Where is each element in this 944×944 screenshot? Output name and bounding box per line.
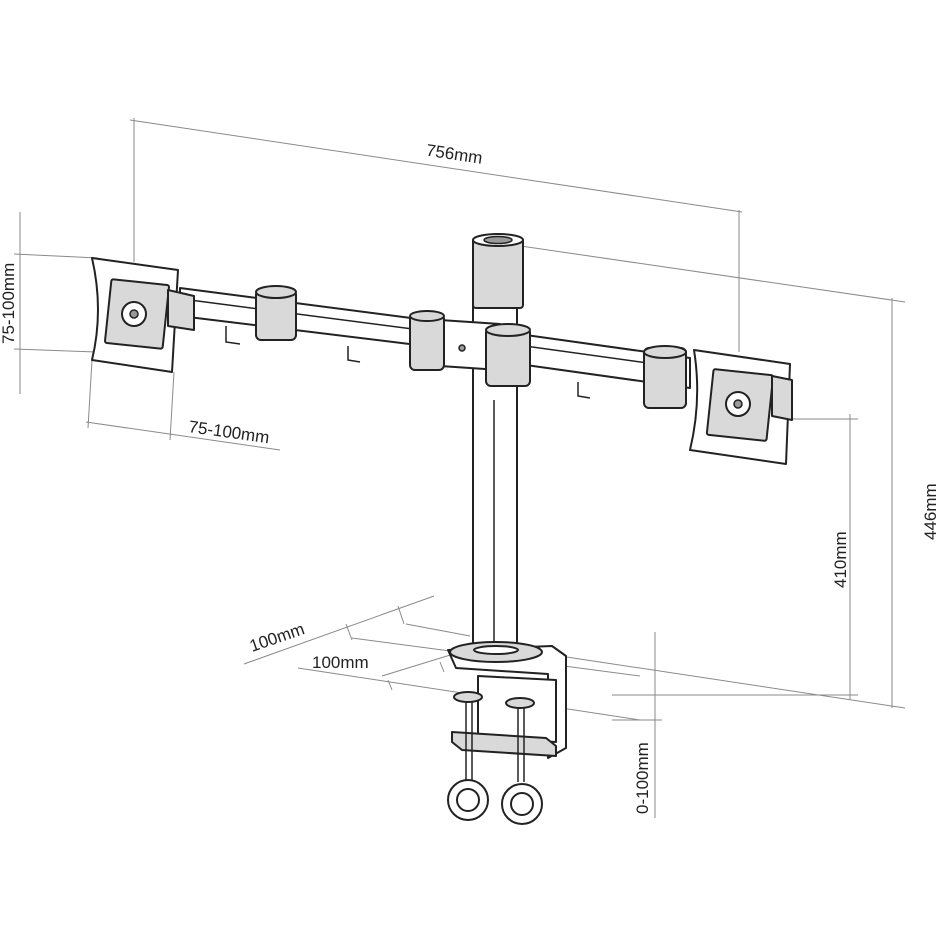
label-overall-height: 446mm <box>921 483 940 540</box>
desk-clamp <box>447 641 567 825</box>
arm-left <box>179 285 443 363</box>
dimension-lines <box>13 118 906 818</box>
pole <box>472 233 524 661</box>
vesa-plate-right <box>689 349 793 465</box>
label-arm-height: 410mm <box>831 531 850 588</box>
vesa-plate-left <box>91 257 195 373</box>
label-clamp-depth-a: 100mm <box>247 619 307 655</box>
label-vesa-vertical: 75-100mm <box>0 263 18 344</box>
label-overall-width: 756mm <box>425 141 484 168</box>
central-hub <box>409 310 531 387</box>
label-clamp-depth-b: 100mm <box>312 653 369 672</box>
label-clamp-opening: 0-100mm <box>633 742 652 814</box>
dimension-labels: 756mm 75-100mm 75-100mm 446mm 410mm 100m… <box>0 141 940 814</box>
